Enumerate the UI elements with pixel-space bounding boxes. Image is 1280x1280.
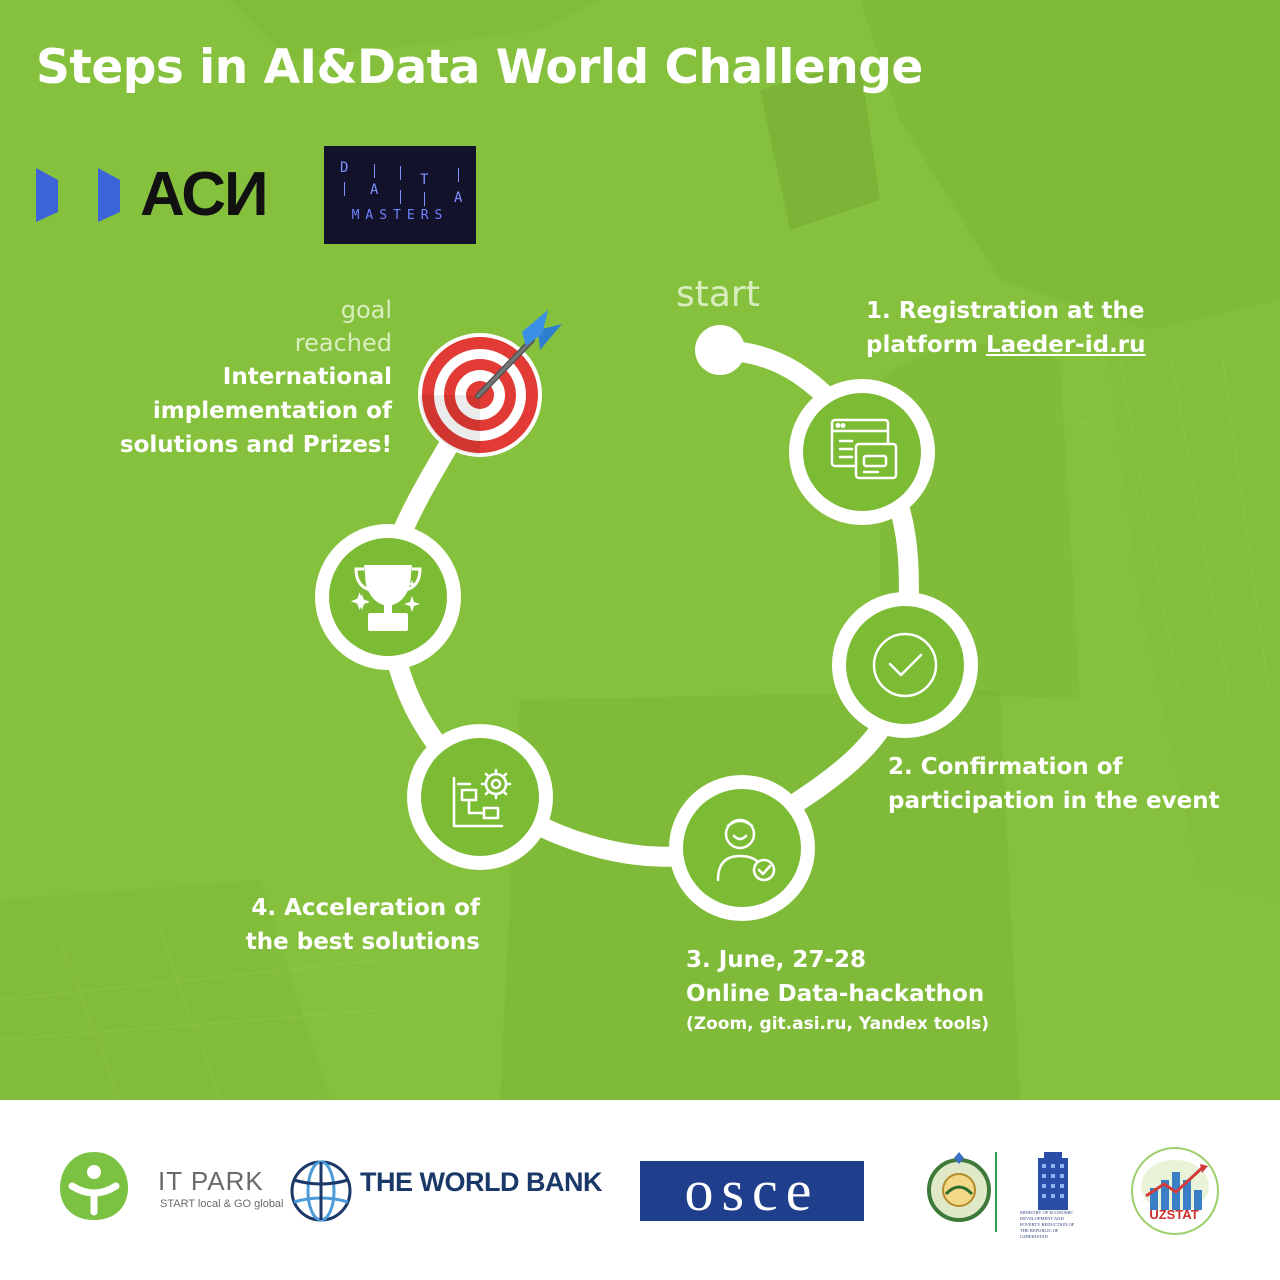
itpark-logo-icon (60, 1152, 128, 1220)
step-4-line-2: the best solutions (245, 929, 480, 955)
step-1-label: 1. Registration at the platform Laeder-i… (866, 294, 1146, 362)
step-node-4 (407, 724, 553, 870)
dart-icon (475, 310, 562, 399)
step-3-line-3: (Zoom, git.asi.ru, Yandex tools) (686, 1014, 989, 1034)
registration-link[interactable]: Laeder-id.ru (986, 332, 1146, 358)
itpark-tagline: START local & GO global (160, 1198, 284, 1210)
step-node-2 (832, 592, 978, 738)
start-label: start (676, 274, 760, 315)
uzstat-logo-icon (1131, 1147, 1219, 1235)
step-1-line-1: 1. Registration at the (866, 298, 1145, 324)
dm-letter-t: T (420, 172, 429, 188)
flowchart-gear-icon (452, 768, 512, 828)
step-3-line-2: Online Data-hackathon (686, 981, 985, 1007)
browser-window-icon (830, 418, 898, 480)
ministry-building-icon (1038, 1152, 1068, 1210)
goal-line-1: goal (340, 296, 392, 324)
step-1-prefix: platform (866, 332, 986, 358)
trophy-icon (350, 565, 422, 631)
data-masters-logo: D A T A MASTERS (324, 146, 476, 244)
dm-letter-a2: A (454, 190, 463, 206)
step-node-3 (669, 775, 815, 921)
step-2-line-2: participation in the event (888, 788, 1220, 814)
step-3-line-1: 3. June, 27-28 (686, 947, 866, 973)
person-check-icon (716, 818, 776, 882)
step-node-1 (789, 379, 935, 525)
step-3-label: 3. June, 27-28 Online Data-hackathon (Zo… (686, 943, 989, 1037)
dm-letter-a1: A (370, 182, 379, 198)
start-dot (695, 325, 745, 375)
itpark-name: IT PARK (158, 1166, 264, 1196)
asi-logo-mark (36, 168, 120, 222)
dm-letter-d: D (340, 160, 349, 176)
goal-text-line-1: International (222, 364, 392, 390)
dm-masters-word: MASTERS (351, 208, 449, 223)
goal-text-line-2: implementation of (152, 398, 392, 424)
step-1-line-2: platform Laeder-id.ru (866, 328, 1146, 362)
uzbekistan-emblem-icon (927, 1152, 991, 1222)
divider (995, 1152, 997, 1232)
steps-path-diagram (315, 310, 978, 921)
step-2-label: 2. Confirmation of participation in the … (888, 750, 1220, 818)
step-node-5 (315, 524, 461, 670)
world-bank-name: THE WORLD BANK (360, 1167, 602, 1197)
goal-description: International implementation of solution… (80, 360, 392, 462)
step-2-line-1: 2. Confirmation of (888, 754, 1123, 780)
goal-text-line-3: solutions and Prizes! (119, 432, 392, 458)
page-title: Steps in AI&Data World Challenge (36, 40, 923, 95)
osce-logo: osce (640, 1161, 864, 1221)
uzstat-name: UZSTAT (1149, 1207, 1199, 1222)
asi-logo-text: АСИ (140, 160, 269, 229)
ministry-caption: MINISTRY OF ECONOMIC DEVELOPMENT AND POV… (1020, 1210, 1075, 1239)
step-4-label: 4. Acceleration of the best solutions (200, 891, 480, 959)
step-4-line-1: 4. Acceleration of (251, 895, 480, 921)
check-circle-icon (872, 632, 938, 698)
goal-line-2: reached (294, 329, 392, 357)
world-bank-globe-icon (290, 1160, 352, 1222)
goal-label: goal reached (220, 294, 392, 360)
